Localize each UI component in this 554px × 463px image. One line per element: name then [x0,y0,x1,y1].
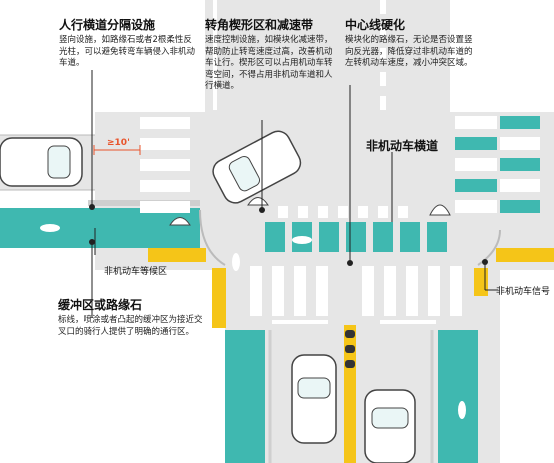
annotation-corner-wedge: 转角楔形区和减速带 速度控制设施，如模块化减速带，帮助防止转弯速度过高，改善机动… [205,18,340,93]
north-crosswalk [278,206,408,218]
speed-bump-icon [169,197,451,226]
leader-lines [91,70,498,318]
annotation-title: 人行横道分隔设施 [59,18,156,32]
annotation-title: 缓冲区或路缘石 [58,298,143,312]
annotation-buffer: 缓冲区或路缘石 标线，喷涂或者凸起的缓冲区为接近交叉口的骑行人提供了明确的通行区… [58,298,204,338]
annotation-body: 速度控制设施，如模块化减速带，帮助防止转弯速度过高，改善机动车让行。楔形区可以占… [205,35,333,91]
annotation-title: 中心线硬化 [345,18,406,32]
south-bike-lane-right [438,330,478,463]
centerline-hardening [344,325,356,463]
car-south-left [291,354,337,444]
dimension-marker [93,145,141,155]
annotation-body: 标线，喷涂或者凸起的缓冲区为接近交叉口的骑行人提供了明确的通行区。 [58,315,203,337]
east-crosswalk [455,116,540,213]
tactile-warning-strips [148,248,554,328]
dimension-label: ≥10' [107,138,130,148]
west-crosswalk [140,117,190,213]
cyclist-icon [40,224,466,419]
annotation-body: 竖向设施，如路缘石或者2根柔性反光柱，可以避免转弯车辆侵入非机动车道。 [59,35,196,68]
annotation-body: 模块化的路缘石，无论是否设置竖向反光器，降低穿过非机动车道的左转机动车速度，减小… [345,35,473,68]
south-bike-lane-left [225,330,265,463]
south-crosswalk [250,266,462,316]
bike-crossing [265,222,447,252]
annotation-separator: 人行横道分隔设施 竖向设施，如路缘石或者2根柔性反光柱，可以避免转弯车辆侵入非机… [59,18,199,70]
car-turning [212,130,302,204]
centerline-delineators [345,330,355,368]
bike-signal-label: 非机动车信号 [496,287,551,297]
north-road [205,0,450,115]
west-bike-lane [0,208,200,248]
bike-crossing-label: 非机动车横道 [366,139,439,153]
car-west [0,137,83,187]
north-lane-markings [213,0,386,110]
annotation-title: 转角楔形区和减速带 [205,18,314,32]
bike-waiting-label: 非机动车等候区 [104,267,168,277]
annotation-centerline: 中心线硬化 模块化的路缘石，无论是否设置竖向反光器，降低穿过非机动车道的左转机动… [345,18,473,70]
car-south-right [364,389,416,463]
